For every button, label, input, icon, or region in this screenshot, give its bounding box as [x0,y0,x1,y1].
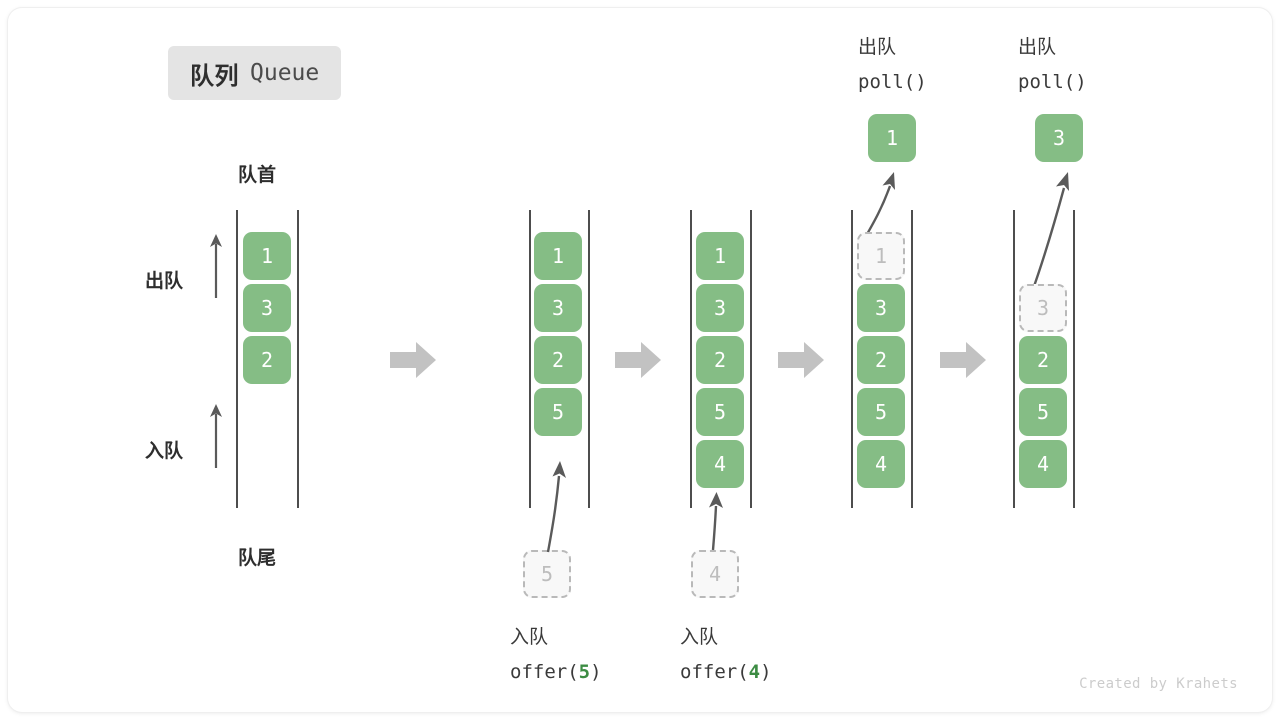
stage4-header-code: poll() [858,71,927,93]
queue-rail-right-stage1 [297,210,299,508]
queue-cell-new: 5 [534,388,582,436]
stage5-header-cn: 出队 [1018,37,1057,58]
stage3-caption: 入队 offer(4) [680,620,772,690]
queue-cell: 5 [1019,388,1067,436]
step-arrow-icon [390,342,436,378]
enqueue-arrow-5 [546,461,566,553]
diagram-title-badge: 队列 Queue [168,46,342,100]
stage3-caption-suffix: ) [760,661,772,683]
polled-cell: 3 [1035,114,1083,162]
dequeue-label: 出队 [145,271,184,292]
title-english: Queue [250,60,320,86]
dequeue-direction-arrow [210,234,222,298]
enqueue-label: 入队 [145,441,184,462]
rear-label: 队尾 [238,548,277,569]
step-arrow-icon [615,342,661,378]
queue-cell: 5 [857,388,905,436]
poll-arrow-3 [1030,172,1069,293]
step-arrow-icon [940,342,986,378]
queue-cell: 3 [696,284,744,332]
stage3-caption-num: 4 [748,661,761,683]
queue-rail-right-stage2 [588,210,590,508]
queue-rail-right-stage4 [911,210,913,508]
stage5-header: 出队 poll() [1018,30,1087,100]
queue-rail-left-stage2 [529,210,531,508]
queue-cell: 1 [243,232,291,280]
queue-cell: 3 [857,284,905,332]
queue-cell: 1 [534,232,582,280]
queue-rail-left-stage5 [1013,210,1015,508]
stage5-header-code: poll() [1018,71,1087,93]
stage2-caption-suffix: ) [590,661,602,683]
queue-cell: 4 [1019,440,1067,488]
stage4-header-cn: 出队 [858,37,897,58]
stage3-caption-prefix: offer( [680,661,749,683]
queue-cell: 5 [696,388,744,436]
queue-rail-left-stage3 [690,210,692,508]
stage2-caption: 入队 offer(5) [510,620,602,690]
incoming-ghost-cell: 4 [691,550,739,598]
enqueue-direction-arrow [210,404,222,468]
queue-rail-right-stage5 [1073,210,1075,508]
queue-cell: 3 [243,284,291,332]
polled-cell: 1 [868,114,916,162]
stage2-caption-cn: 入队 [510,627,549,648]
queue-cell: 2 [243,336,291,384]
queue-cell: 1 [696,232,744,280]
removed-ghost-cell: 3 [1019,284,1067,332]
poll-arrow-1 [864,172,895,237]
queue-cell-new: 4 [696,440,744,488]
queue-rail-right-stage3 [750,210,752,508]
enqueue-arrow-4 [709,492,723,551]
queue-cell: 2 [534,336,582,384]
queue-rail-left-stage4 [851,210,853,508]
stage2-caption-prefix: offer( [510,661,579,683]
queue-cell: 3 [534,284,582,332]
queue-cell: 4 [857,440,905,488]
credit-text: Created by Krahets [1079,676,1238,692]
queue-rail-left-stage1 [236,210,238,508]
front-label: 队首 [238,165,277,186]
queue-cell: 2 [696,336,744,384]
queue-cell: 2 [1019,336,1067,384]
step-arrow-icon [778,342,824,378]
title-chinese: 队列 [190,62,239,90]
incoming-ghost-cell: 5 [523,550,571,598]
stage2-caption-num: 5 [578,661,591,683]
queue-cell: 2 [857,336,905,384]
stage3-caption-cn: 入队 [680,627,719,648]
stage4-header: 出队 poll() [858,30,927,100]
removed-ghost-cell: 1 [857,232,905,280]
